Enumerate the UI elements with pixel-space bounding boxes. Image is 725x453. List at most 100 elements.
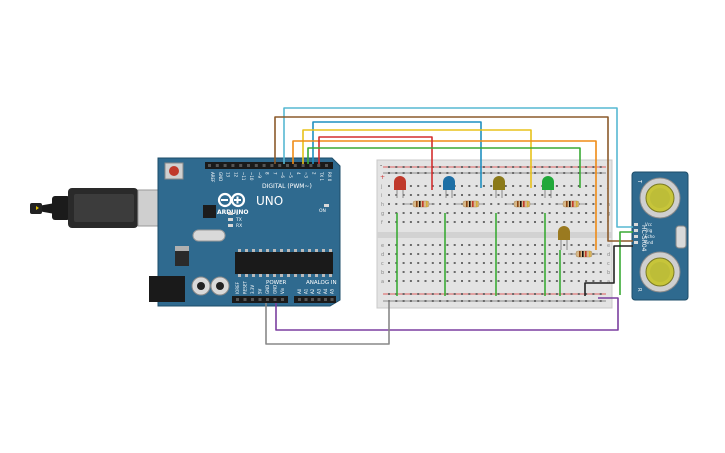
digital-pin[interactable] <box>301 164 305 167</box>
l-led-label: L <box>236 211 239 217</box>
digital-pin-label: GND <box>218 172 223 181</box>
resistor[interactable] <box>506 200 536 208</box>
power-pin-label: GND <box>273 285 278 294</box>
analog-pin-label: A1 <box>304 288 309 294</box>
wire-green-top[interactable] <box>307 147 581 188</box>
wire-yellow[interactable] <box>302 129 532 188</box>
sensor-pin-vcc[interactable]: Vcc <box>645 222 652 227</box>
wire-blue[interactable] <box>312 121 482 188</box>
analog-pin-label: A0 <box>297 288 302 294</box>
rx-led-label: RX <box>236 223 242 229</box>
power-pin[interactable] <box>258 298 262 301</box>
digital-pin[interactable] <box>325 164 328 167</box>
breadboard-row-letter: b <box>381 270 384 276</box>
power-header-label: POWER <box>266 280 287 286</box>
led-red[interactable] <box>394 176 406 198</box>
wire-red[interactable] <box>318 136 433 190</box>
breadboard-row-letter: c <box>607 261 610 267</box>
breadboard-row-letter: j <box>380 184 382 190</box>
digital-pin[interactable] <box>215 164 219 167</box>
sensor-pin-trig[interactable]: Trig <box>644 228 653 233</box>
led-amber[interactable] <box>558 226 570 250</box>
digital-pin[interactable] <box>223 164 227 167</box>
usb-cable <box>30 188 161 228</box>
sensor-pin-gnd[interactable]: Gnd <box>645 240 654 245</box>
power-pin-label: IOREF <box>235 281 240 294</box>
led-green[interactable] <box>542 176 554 198</box>
digital-pin[interactable] <box>239 164 243 167</box>
breadboard-row-letter: a <box>607 279 610 285</box>
resistor[interactable] <box>555 200 585 208</box>
wire-cyan[interactable] <box>283 107 633 228</box>
power-pin[interactable] <box>273 298 277 301</box>
digital-pin[interactable] <box>317 164 321 167</box>
digital-pin[interactable] <box>254 164 258 167</box>
power-pin-label: 3.3V <box>250 285 255 294</box>
analog-pin[interactable] <box>311 298 314 301</box>
breadboard-row-letter: e <box>607 243 610 249</box>
power-pin[interactable] <box>251 298 254 301</box>
hc-sr04-ultrasonic-sensor[interactable]: HC-SR04 T R Vcc Trig Echo Gnd <box>631 171 689 301</box>
dc-power-jack <box>149 276 185 302</box>
led-blue[interactable] <box>443 176 455 198</box>
digital-pin[interactable] <box>309 164 313 167</box>
digital-pin[interactable] <box>293 164 297 167</box>
sensor-model-label: HC-SR04 <box>640 225 647 252</box>
wire-gray[interactable] <box>265 300 390 345</box>
sensor-pins: Vcc Trig Echo Gnd <box>634 222 655 245</box>
digital-pin[interactable] <box>208 164 211 167</box>
digital-pin-label: 13 <box>226 172 231 178</box>
breadboard-minus-label: - <box>380 162 382 169</box>
reset-button[interactable] <box>169 166 179 176</box>
power-pin[interactable] <box>236 298 239 301</box>
wire-orange[interactable] <box>292 140 597 250</box>
digital-pin-label: 12 <box>233 172 238 178</box>
analog-pin-label: A4 <box>323 288 328 294</box>
wire-purple[interactable] <box>275 297 619 331</box>
analog-pin-label: A5 <box>330 288 335 294</box>
digital-pin-label: 2 <box>311 172 316 175</box>
analog-pin[interactable] <box>298 298 301 301</box>
power-pin[interactable] <box>243 298 247 301</box>
breadboard-row-letter: d <box>381 252 384 258</box>
digital-pin-label: TX 1 <box>319 171 324 181</box>
analog-pin-label: A2 <box>310 288 315 294</box>
tx-led-label: TX <box>235 217 242 223</box>
wire-brown[interactable] <box>274 116 633 242</box>
digital-pin[interactable] <box>247 164 250 167</box>
resistor[interactable] <box>405 200 435 208</box>
led-olive[interactable] <box>493 176 505 198</box>
breadboard-row-letter: f <box>381 220 383 226</box>
breadboard-row-letter: i <box>381 193 382 199</box>
analog-pin[interactable] <box>317 298 321 301</box>
power-pin[interactable] <box>266 298 269 301</box>
breadboard-row-letter: a <box>381 279 384 285</box>
sensor-r-label: R <box>636 288 642 292</box>
power-pin[interactable] <box>281 298 284 301</box>
wire-green-sensor[interactable] <box>619 231 633 295</box>
wire-black-sensor[interactable] <box>584 245 633 296</box>
digital-pin-label: 8 <box>265 172 270 175</box>
digital-pin[interactable] <box>278 164 282 167</box>
sensor-pin-echo[interactable]: Echo <box>645 234 655 239</box>
analog-pin[interactable] <box>330 298 334 301</box>
digital-pin[interactable] <box>270 164 274 167</box>
resistor[interactable] <box>568 250 598 258</box>
atmega-chip <box>235 252 333 274</box>
digital-pin[interactable] <box>231 164 235 167</box>
analog-pin[interactable] <box>324 298 327 301</box>
digital-pin-label: ~3 <box>304 172 309 178</box>
digital-pin[interactable] <box>286 164 289 167</box>
digital-pin-label: 7 <box>272 172 277 175</box>
analog-pin-label: A3 <box>317 288 322 294</box>
digital-pin-label: RX 0 <box>327 172 332 182</box>
breadboard-plus-label: + <box>380 174 385 181</box>
analog-pin[interactable] <box>304 298 308 301</box>
digital-pin-label: ~9 <box>257 172 262 178</box>
breadboard-row-letter: b <box>607 270 610 276</box>
resistor[interactable] <box>455 200 485 208</box>
sensor-t-label: T <box>636 179 642 184</box>
digital-pin[interactable] <box>262 164 266 167</box>
